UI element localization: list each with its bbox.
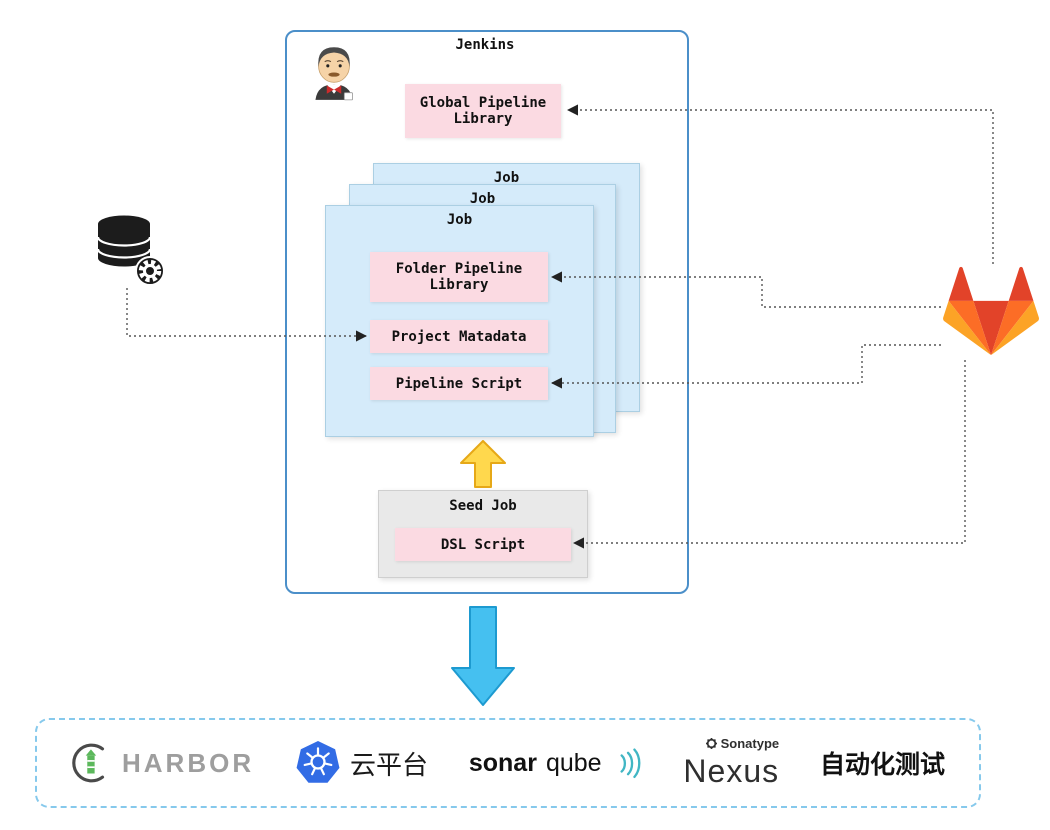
platforms-bar: HARBOR 云平台 sonar qube [35, 718, 981, 808]
gitlab-tanuki-icon [943, 266, 1039, 356]
harbor-label: HARBOR [122, 747, 255, 778]
job-label-front: Job [446, 212, 473, 228]
sonarqube-label-bold: sonar [468, 748, 537, 777]
sonatype-mark-icon [705, 738, 717, 749]
sonarqube-label-light: qube [545, 748, 602, 777]
kubernetes-icon [296, 741, 340, 783]
jenkins-butler-icon [315, 47, 353, 101]
pipeline-script-box: Pipeline Script [370, 367, 548, 400]
harbor-logo: HARBOR [71, 742, 254, 784]
auto-test-label: 自动化测试 [819, 750, 945, 779]
cloud-platform-logo: 云平台 [295, 740, 428, 786]
seed-job-box: Seed Job DSL Script [378, 490, 588, 578]
job-label-back: Job [493, 170, 520, 186]
folder-pipeline-library-box: Folder Pipeline Library [370, 252, 548, 302]
sonarqube-waves-icon [620, 748, 640, 779]
cloud-platform-label: 云平台 [349, 750, 428, 781]
jenkins-logo-icon [303, 38, 365, 104]
dsl-script-box: DSL Script [395, 528, 571, 561]
database-config-icon [92, 212, 172, 292]
project-metadata-box: Project Matadata [370, 320, 548, 353]
seed-job-title: Seed Job [449, 498, 517, 514]
job-label-middle: Job [469, 191, 496, 207]
gitlab-icon [943, 266, 1039, 356]
sonarqube-logo: sonar qube [469, 747, 643, 779]
global-pipeline-library-box: Global Pipeline Library [405, 84, 561, 138]
nexus-logo: Sonatype Nexus [683, 736, 779, 790]
jenkins-to-platforms-arrow [450, 606, 516, 706]
down-arrow-icon [451, 606, 515, 706]
harbor-icon [72, 743, 105, 783]
up-arrow-icon [460, 440, 506, 488]
jenkins-title: Jenkins [455, 37, 515, 53]
nexus-label: Nexus [683, 753, 780, 789]
sonatype-row: Sonatype [705, 736, 780, 751]
seed-to-job-arrow [458, 440, 508, 488]
database-gear-icon [96, 215, 165, 286]
sonatype-label: Sonatype [720, 736, 780, 751]
